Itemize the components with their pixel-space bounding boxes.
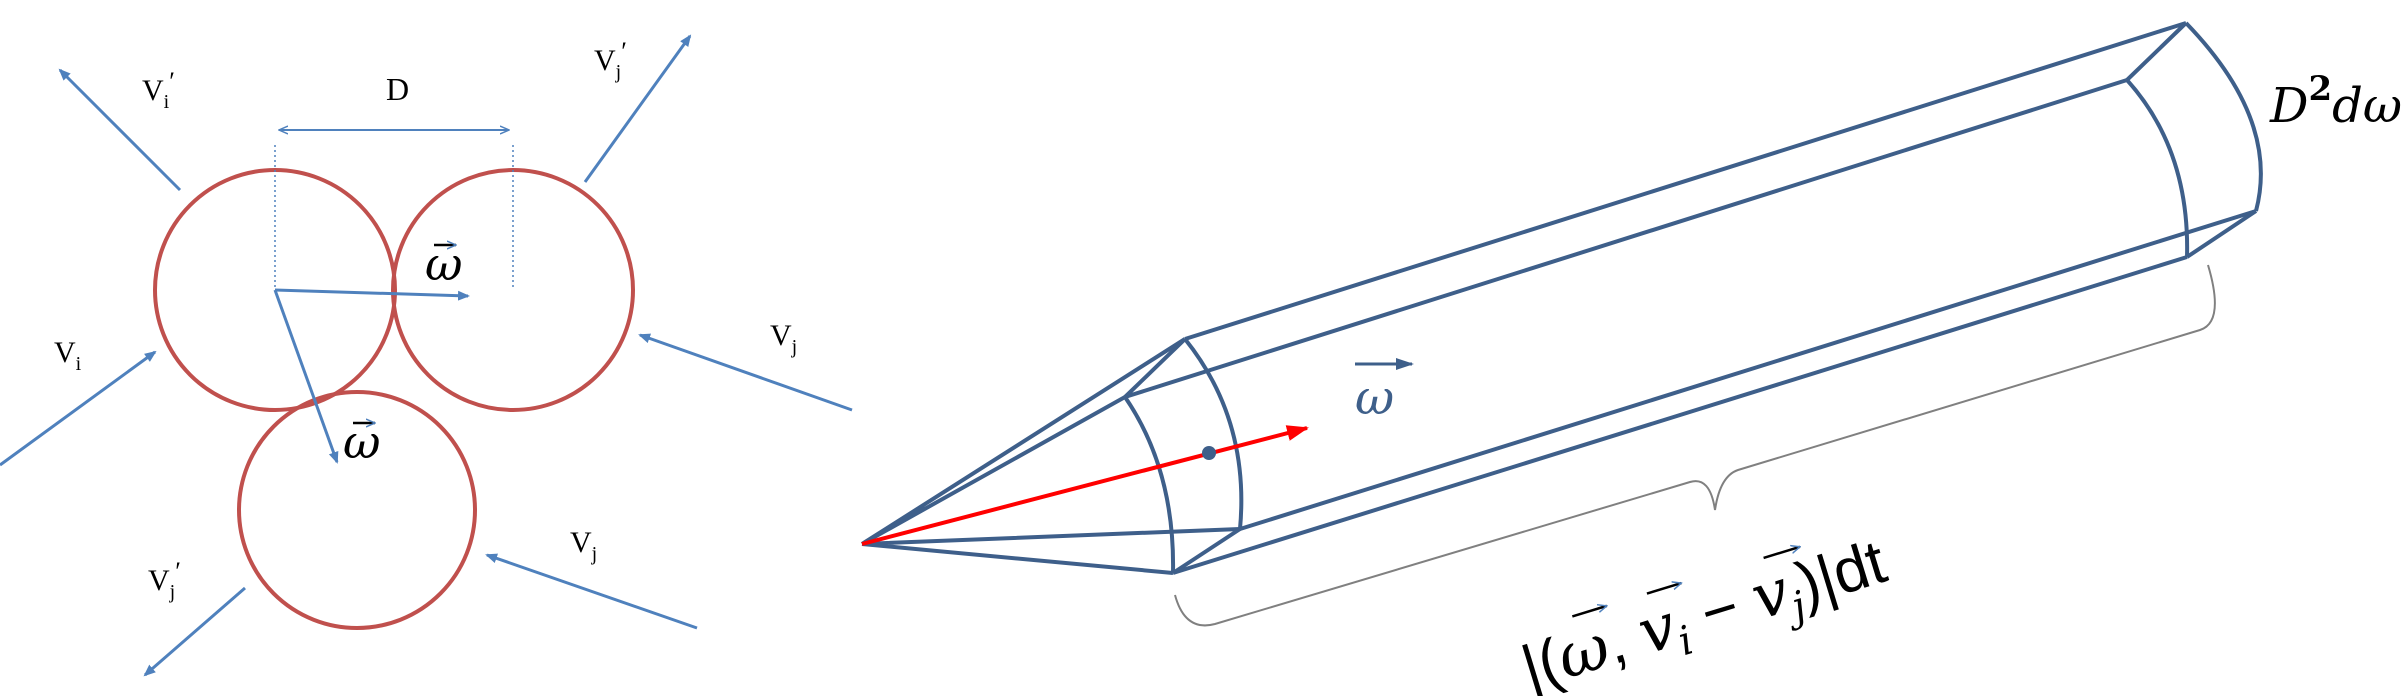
label-collision-length: |(ω, vi − vj)|dt <box>1513 525 1896 696</box>
label-vj-prime-bottom: Vj′ <box>148 557 181 603</box>
svg-text:|(ω, vi − vj)|dt: |(ω, vi − vj)|dt <box>1513 525 1896 696</box>
velocity-vj-prime-top-arrow <box>583 34 692 183</box>
label-vj-right: Vj <box>770 319 797 358</box>
label-omega-1: ω <box>425 237 463 291</box>
label-vj-bottom: Vj <box>570 526 597 565</box>
omega-arrow-horizontal <box>274 288 470 301</box>
omega-direction-vector <box>861 425 1309 546</box>
label-cross-section-area: D2dω <box>2269 69 2402 134</box>
svg-text:ω: ω <box>343 415 381 469</box>
near-cap-arc-inner <box>1123 395 1176 574</box>
label-vi: Vi <box>54 336 82 375</box>
velocity-vi-prime-arrow <box>58 68 182 192</box>
velocity-vj-prime-bottom-arrow <box>143 586 246 677</box>
velocity-vj-bottom-arrow <box>485 553 698 630</box>
axis-center-dot <box>1202 446 1216 460</box>
svg-text:ω: ω <box>425 237 463 291</box>
label-distance: D <box>386 71 409 107</box>
collision-cylinder-diagram <box>860 21 2263 575</box>
far-cap-arc-inner <box>2125 78 2190 258</box>
near-cap-arc-outer <box>1183 337 1244 530</box>
cone-edges <box>860 337 1241 575</box>
svg-text:ω: ω <box>1355 370 1394 426</box>
omega-arrow-down <box>273 289 339 464</box>
particle-circle-bottom <box>237 390 477 630</box>
length-bracket <box>1174 264 2216 627</box>
label-vi-prime: Vi′ <box>142 67 175 113</box>
prism-long-edges <box>1124 21 2257 575</box>
left-collision-diagram: Vi′ Vj′ D ω ω Vi Vj Vj Vj′ <box>0 34 853 677</box>
far-cap-arc-outer <box>2184 21 2263 212</box>
label-omega-vector: ω <box>1355 358 1414 426</box>
near-cap-outline <box>1123 337 1242 575</box>
velocity-vi-arrow <box>0 350 157 467</box>
label-omega-2: ω <box>343 415 381 469</box>
velocity-vj-right-arrow <box>638 333 853 412</box>
far-cap-outline <box>2125 21 2258 259</box>
label-vj-prime-top: Vj′ <box>594 37 627 83</box>
